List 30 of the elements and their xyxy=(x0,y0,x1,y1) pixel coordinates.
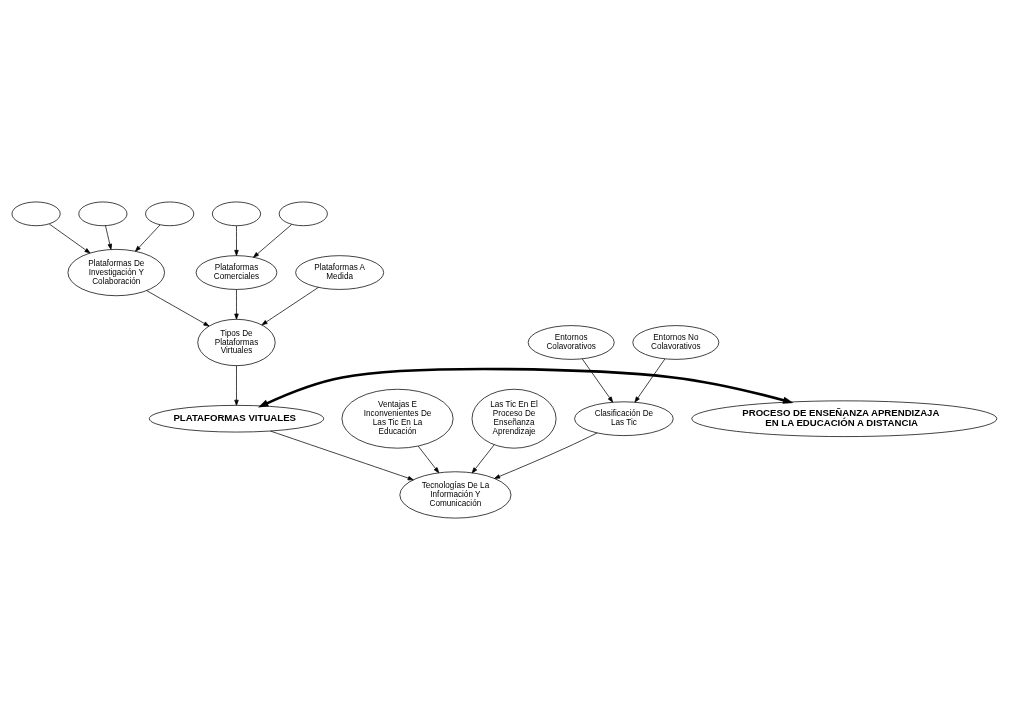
arrow xyxy=(494,432,598,479)
node-ellipse xyxy=(145,201,195,227)
arrow xyxy=(258,367,794,408)
node-ellipse: Ventajas E Inconvenientes De Las Tic En La Educación xyxy=(341,388,454,449)
node-ellipse: PLATAFORMAS VITUALES xyxy=(148,405,325,433)
node-ellipse: Plataformas A Medida xyxy=(295,255,384,290)
node-ellipse: Entornos No Colavorativos xyxy=(632,325,720,360)
arrow xyxy=(417,445,440,474)
node-ellipse xyxy=(212,201,261,227)
arrow xyxy=(48,223,91,254)
node-ellipse: Plataformas Comerciales xyxy=(195,255,278,290)
node-ellipse: Clasificación De Las Tic xyxy=(574,401,674,436)
node-ellipse xyxy=(278,201,328,227)
arrow xyxy=(105,225,112,250)
arrow xyxy=(135,224,161,252)
arrow xyxy=(471,444,495,474)
arrow xyxy=(146,290,210,327)
arrow xyxy=(261,286,319,326)
arrow xyxy=(253,224,292,258)
arrow xyxy=(234,365,239,406)
arrow xyxy=(582,358,614,403)
node-ellipse xyxy=(78,201,128,227)
arrow xyxy=(234,225,239,256)
arrow xyxy=(270,430,414,481)
node-ellipse: Entornos Colavorativos xyxy=(527,325,615,360)
node-ellipse: Las Tic En El Proceso De Enseñanza Aprendizaje xyxy=(471,388,557,449)
node-ellipse: PROCESO DE ENSEÑANZA APRENDIZAJA EN LA EDUCACIÓN A DISTANCIA xyxy=(691,400,998,437)
node-ellipse xyxy=(11,201,61,227)
arrow xyxy=(634,358,666,403)
arrow xyxy=(234,289,239,320)
